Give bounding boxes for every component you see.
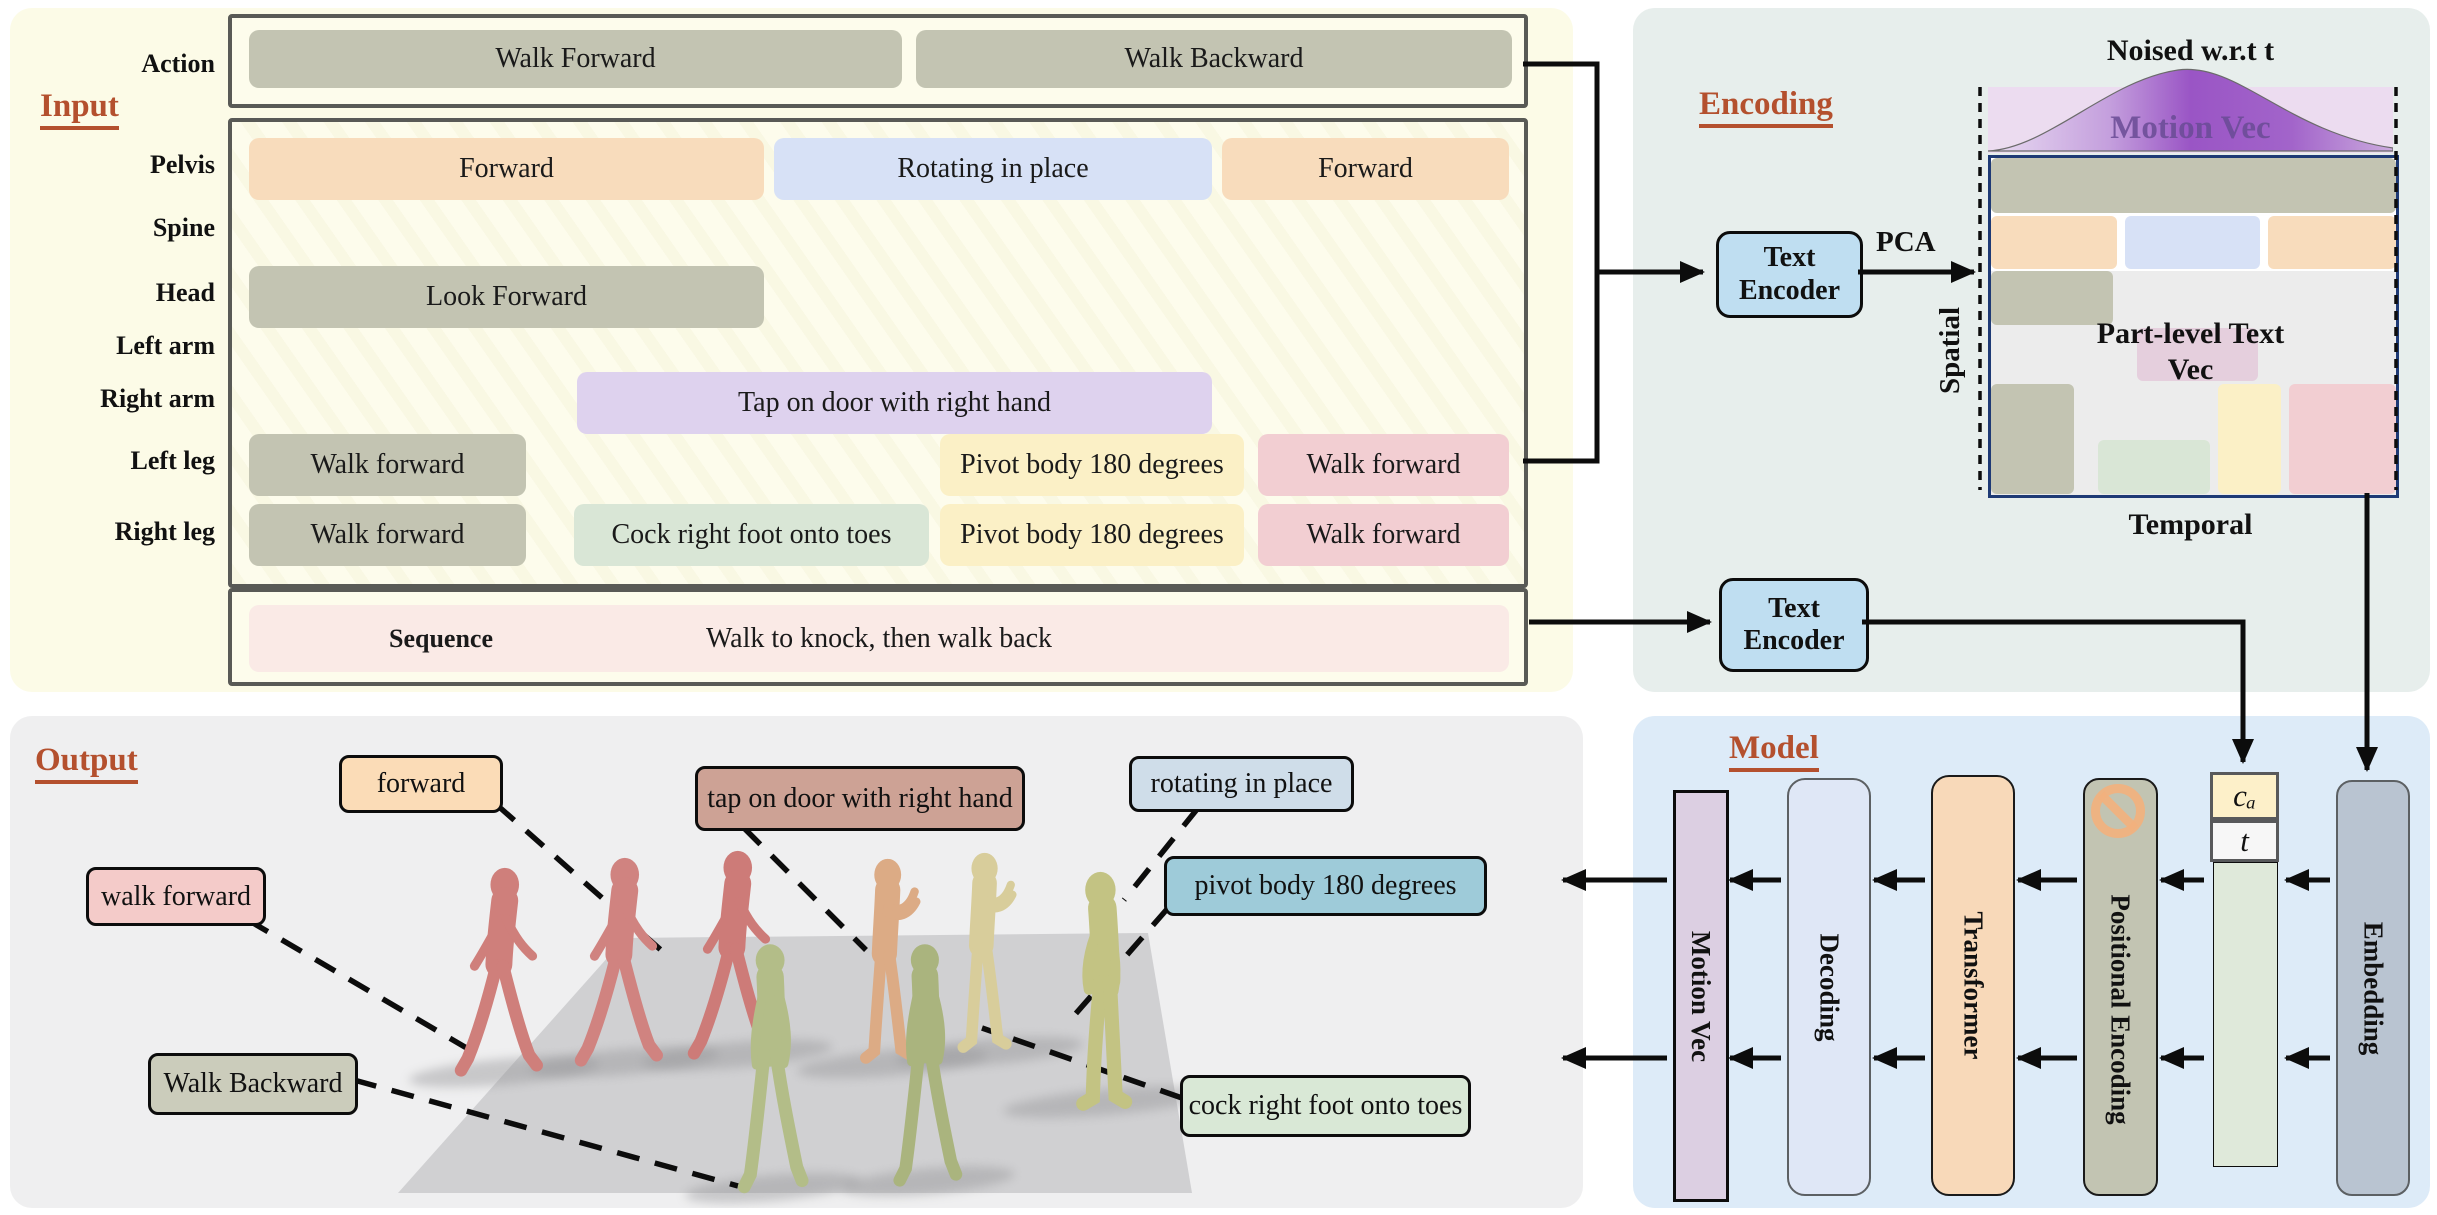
output-annotation-label: walk forward [86,867,266,926]
part-level-grid [1988,155,2399,498]
timeline-bar: Tap on door with right hand [577,372,1212,434]
grid-cell-sage [1991,271,2113,326]
row-label-right-leg: Right leg [114,517,215,546]
grid-cell-green [2098,440,2210,494]
noise-bell-curve [1988,68,2393,152]
human-figure [957,852,1017,1053]
motion-vec-label: Motion Vec [2110,110,2271,146]
motion-render-scene [246,802,1214,1203]
human-figure [893,944,963,1187]
action-row-label: Action [141,49,215,78]
timeline-bar: Forward [1222,138,1509,200]
encoding-heading: Encoding [1699,86,1833,129]
action-condition-ca-cell: cₐ [2210,772,2279,820]
noised-wrt-t-label: Noised w.r.t t [2106,34,2275,67]
output-annotation-label: Walk Backward [148,1053,358,1115]
grid-cell-sage [1991,158,2396,213]
output-annotation-label: cock right foot onto toes [1180,1075,1471,1137]
timeline-bar: Walk Backward [916,30,1512,88]
pca-label: PCA [1876,226,1936,258]
output-panel: Output forward tap on door with right han… [10,716,1583,1208]
row-label-head: Head [155,278,215,307]
timeline-bar: Pivot body 180 degrees [940,434,1244,496]
row-label-spine: Spine [152,213,215,242]
grid-cell-peach [2268,216,2396,270]
grid-cell-peach [1991,216,2117,270]
row-label-pelvis: Pelvis [150,150,215,179]
row-label-left-leg: Left leg [130,446,215,475]
spatial-axis-label: Spatial [1934,306,1967,394]
text-encoder-2: Text Encoder [1719,578,1869,672]
sequence-bar: Sequence Walk to knock, then walk back [249,605,1509,672]
human-figure [574,857,663,1067]
timeline-bar: Forward [249,138,764,200]
human-figure [737,944,809,1194]
model-panel: Model Motion Vec Decoding Transformer Po… [1633,716,2430,1208]
sequence-label: Sequence [389,623,493,653]
timeline-bar: Walk forward [1258,504,1509,566]
embedding-block: Embedding [2336,780,2410,1196]
part-level-text-label: Part-level Text Vec [2096,317,2285,386]
text-encoder-1: Text Encoder [1716,231,1863,318]
encoding-panel: Encoding Text Encoder Text Encoder PCA N… [1633,8,2430,692]
timeline-bar: Walk forward [249,434,526,496]
model-heading: Model [1729,730,1819,773]
grid-cell-mauve [2136,327,2259,382]
output-annotation-label: tap on door with right hand [695,766,1025,831]
output-heading: Output [35,742,138,785]
timeline-bar: Walk forward [249,504,526,566]
transformer-block: Transformer [1931,775,2015,1196]
timeline-bar: Walk Forward [249,30,902,88]
timeline-bar: Cock right foot onto toes [574,504,929,566]
sequence-box: Sequence Walk to knock, then walk back [228,588,1528,686]
sequence-text: Walk to knock, then walk back [705,622,1053,654]
output-annotation-label: rotating in place [1129,756,1354,812]
timeline-bar: Pivot body 180 degrees [940,504,1244,566]
positional-encoding-block: Positional Encoding [2083,778,2158,1196]
grid-cell-blue [2124,216,2261,270]
output-annotation-label: forward [339,755,503,813]
timeline-bar: Look Forward [249,266,764,328]
input-heading: Input [40,88,119,131]
output-annotation-label: pivot body 180 degrees [1164,856,1487,916]
row-label-left-arm: Left arm [116,331,215,360]
timeline-bar: Rotating in place [774,138,1212,200]
timestep-t-cell: t [2210,820,2279,862]
decoding-block: Decoding [1787,778,1871,1196]
row-label-right-arm: Right arm [100,384,215,413]
timeline-bar: Walk forward [1258,434,1509,496]
token-sequence-cell [2213,862,2278,1167]
grid-cell-sage [1991,383,2075,494]
human-figure [1076,871,1133,1111]
grid-cell-yellow [2217,383,2281,494]
human-figure [454,867,543,1077]
grid-cell-pink [2288,383,2396,494]
human-figure [860,858,921,1064]
motion-vec-block: Motion Vec [1673,790,1729,1202]
temporal-axis-label: Temporal [2128,508,2253,541]
frozen-icon [2091,784,2145,838]
